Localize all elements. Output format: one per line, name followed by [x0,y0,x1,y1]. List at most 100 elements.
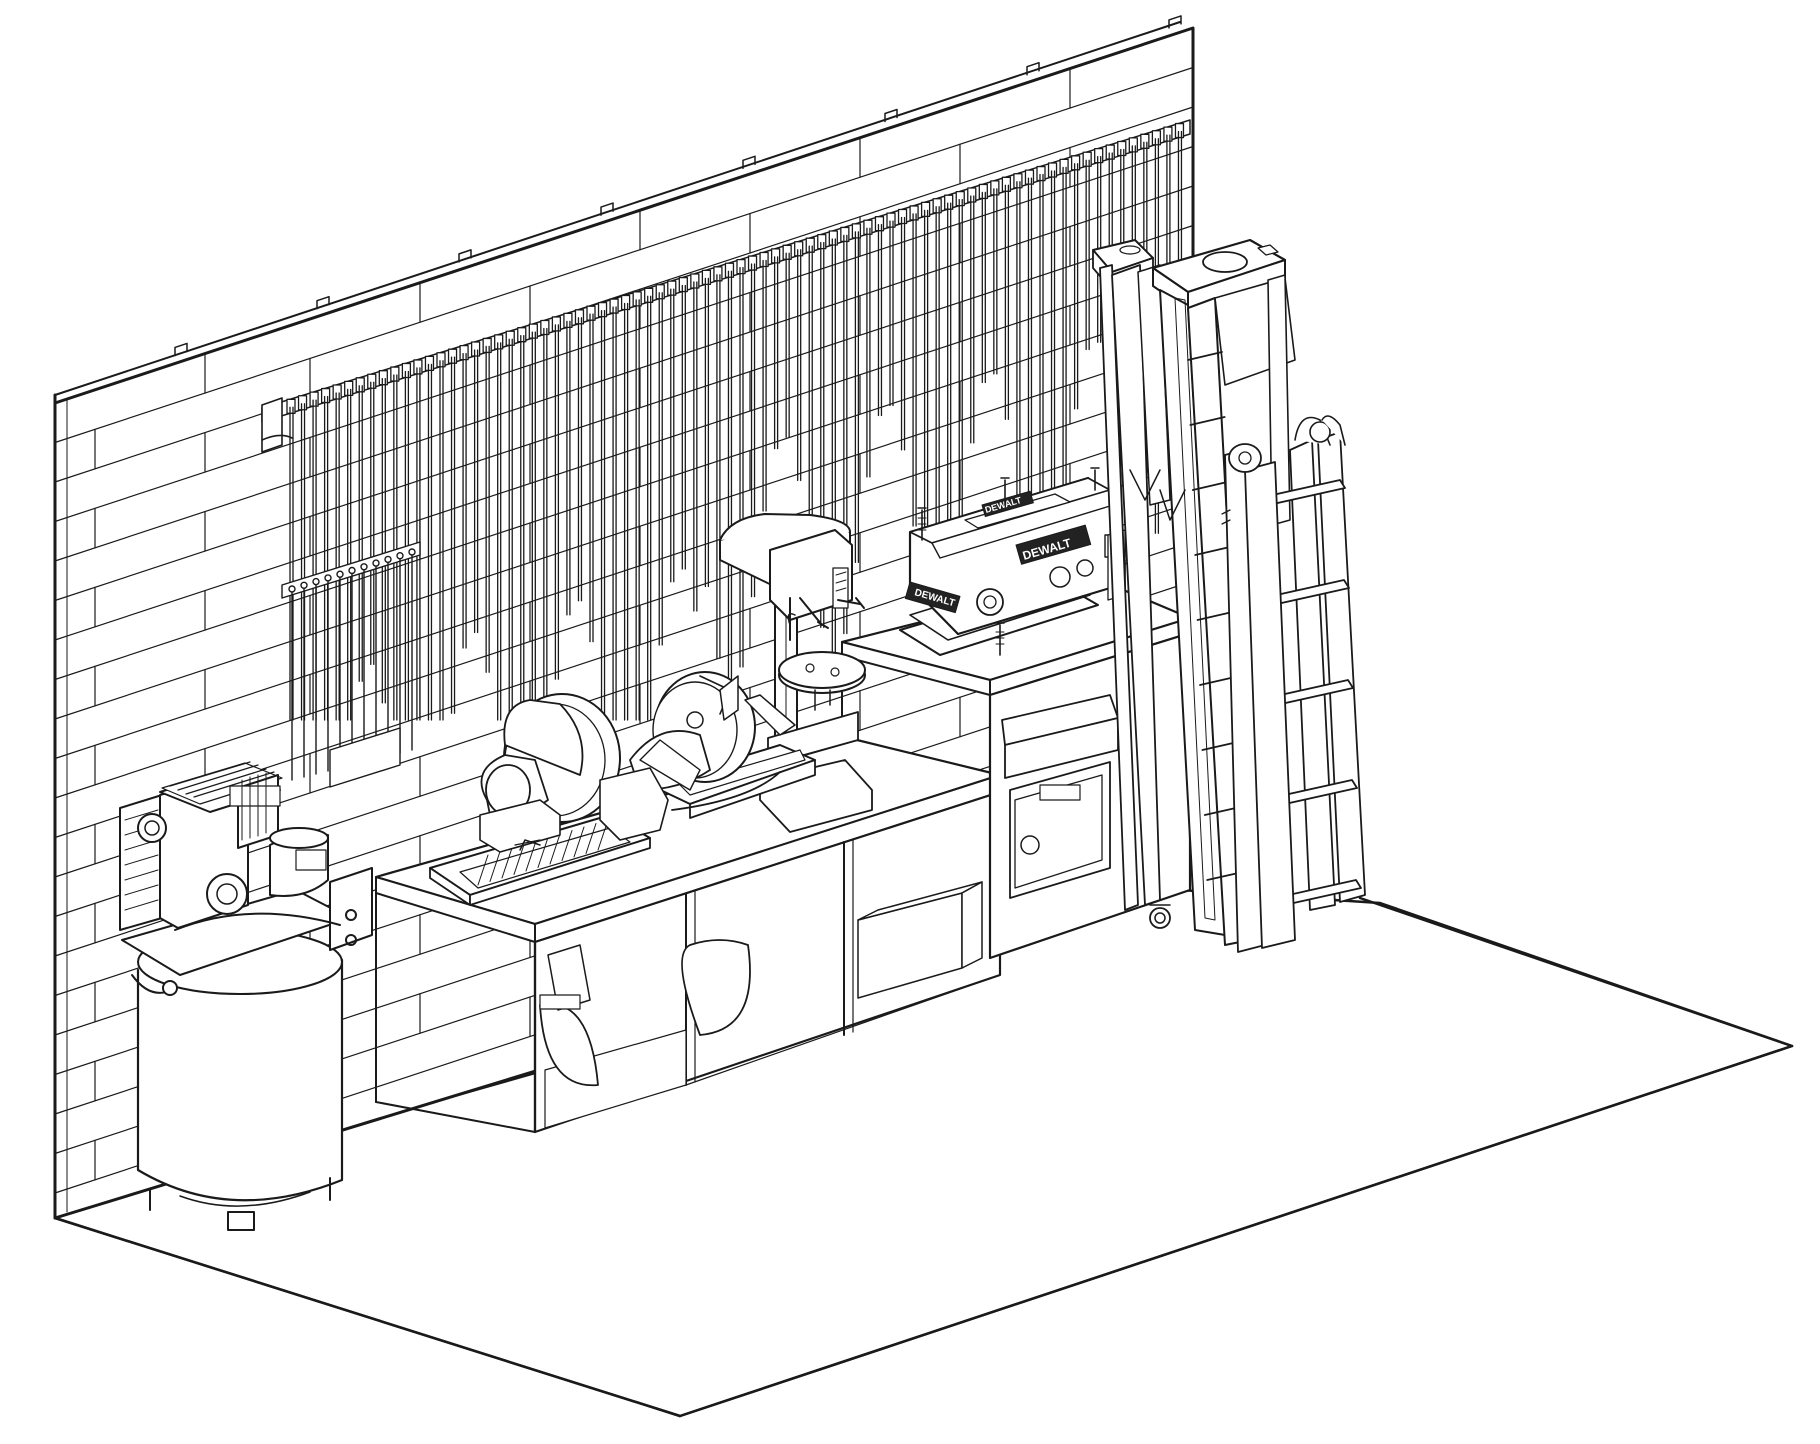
clamp-head [736,259,746,275]
ladder-step [1196,611,1234,621]
clamp-head [551,316,562,332]
clamp-head [782,244,792,260]
clamp-head [1070,155,1081,171]
pipe-clamp-head [372,559,380,567]
clamp-head [1059,158,1069,175]
clamp-head [1140,133,1150,149]
clamp-head [620,294,631,311]
ladder-step [1194,546,1231,556]
wall-bracket [174,342,188,357]
pipe-clamp-head [324,574,332,582]
clamp-head [955,190,965,207]
clamp-head [747,255,758,271]
clamp-head [344,380,354,397]
pipe-clamp-head [348,566,356,575]
wall-bracket [742,155,756,170]
clamp-head [990,180,1000,196]
extension-ladder [1221,415,1366,953]
pipe-clamp-head [408,548,416,556]
clamp-head [1128,137,1138,153]
clamp-head [609,298,619,314]
clamp-head [978,183,988,200]
clamp-head [309,391,319,407]
saw-grate-slat [501,847,513,879]
clamp-head [967,187,977,203]
sliding-miter-saw [629,671,816,819]
clamp-head [401,362,412,379]
ladder-step [1189,416,1226,426]
saw-grate-slat [513,844,525,875]
clamp-head [840,226,850,243]
pipe-clamp-head [336,570,344,578]
clamp-head [505,330,515,346]
saw-grate-slat [537,837,549,868]
clamp-head [574,309,585,325]
saw-grate-slat [573,826,585,858]
clamp-head [920,201,931,218]
clamp-head [1082,151,1092,167]
wall-bracket [600,202,614,216]
wall-bracket [1026,61,1040,76]
clamp-head [563,312,573,329]
clamp-head [874,216,885,232]
clamp-head [759,251,769,268]
ladder-step [1199,676,1236,686]
clamp-head [1174,122,1185,139]
clamp-head [817,233,827,250]
clamp-head [286,398,296,414]
clamp-head [828,230,838,246]
clamp-head [713,266,723,282]
saw-grate-slat [477,854,489,886]
wall-bracket [458,249,472,263]
clamp-head [447,348,458,364]
clamp-head [701,269,712,286]
clamp-head [355,377,365,393]
clamp-head [320,387,331,404]
clamp-head [540,319,550,336]
saw-grate-slat [525,840,537,872]
clamp-head [1024,169,1035,185]
clamp-head [1163,126,1173,142]
pipe-clamp-head [288,585,296,593]
clamp-head [805,237,815,253]
wall-seam [54,66,1194,444]
clamp-head [644,287,654,303]
clamp-head [678,276,688,293]
clamp-head [378,370,388,386]
clamp-head [494,334,504,350]
pipe-clamp-head [384,555,392,564]
clamp-head [424,355,435,371]
saw-grate-slat [549,833,561,865]
clamp-head [470,341,481,357]
clamp-head [436,352,446,368]
clamp-head [909,205,919,221]
step-ladder-front [1151,238,1296,946]
wall-top-brackets [174,15,1182,357]
compound-miter-saw [429,693,669,906]
saw-grate-slat [585,823,597,854]
clamp-head [667,280,677,296]
clamp-head [886,212,896,228]
clamp-head [482,337,492,354]
clamp-bars [286,122,1185,721]
pipe-clamps [281,541,421,788]
ladder-step [1191,481,1229,491]
clamp-head [597,301,608,318]
clamp-head [794,241,804,257]
corner-clamp-holder [261,397,293,453]
clamp-head [851,223,862,239]
clamp-head [1151,130,1162,146]
pipe-clamp-head [396,552,404,560]
wall-bracket [1168,15,1182,29]
clamp-head [390,366,400,382]
clamp-head [459,344,469,361]
clamp-head [517,327,527,343]
wall-bracket [316,295,330,310]
ladder-step [1187,351,1223,361]
clamp-head [586,305,596,321]
wall-seam [54,106,1194,483]
clamp-head [655,284,665,300]
pancake-compressor [539,939,751,1087]
clamp-rack [261,119,1191,721]
clamp-head [367,373,377,389]
